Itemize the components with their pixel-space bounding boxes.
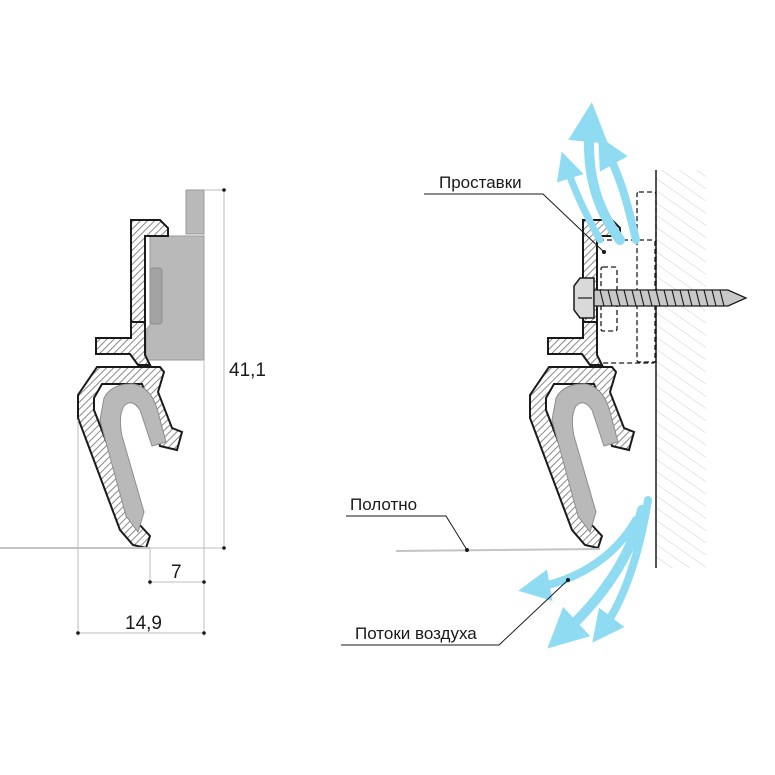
lip-width-dimension: 7 (171, 562, 182, 583)
dimension-lines (76, 189, 226, 636)
left-profile-section: 41,1 7 14,9 (0, 188, 266, 636)
airflow-arrow-icon (518, 102, 652, 649)
insert-notch (149, 267, 163, 325)
total-width-dimension: 14,9 (125, 613, 162, 634)
canvas-line-right (395, 548, 601, 552)
height-dimension: 41,1 (229, 360, 266, 381)
profile-cross-section-right (529, 219, 635, 549)
right-installation-view: Проставки Полотно Потоки воздуха (341, 102, 748, 649)
screw-icon (573, 277, 748, 319)
profile-tongue (185, 189, 205, 235)
airflow-label: Потоки воздуха (355, 624, 477, 643)
canvas-label: Полотно (350, 495, 417, 514)
spacers-label: Проставки (439, 173, 522, 192)
leader-lines (341, 193, 605, 646)
wall (656, 170, 706, 568)
